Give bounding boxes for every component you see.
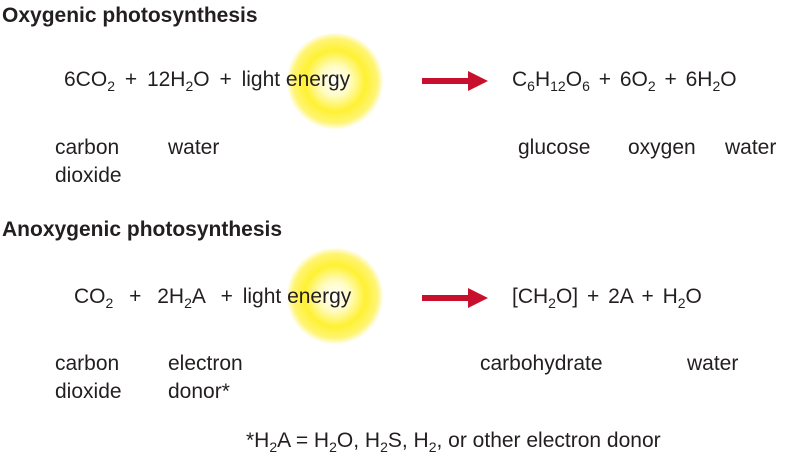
- label-carbon-dioxide: carbon dioxide: [55, 136, 122, 187]
- light-energy: light energy: [241, 68, 351, 91]
- plus-sign: +: [586, 285, 600, 308]
- anoxygenic-reactants: CO2 + 2H2A + light energy: [74, 285, 352, 311]
- o2: 6O2: [619, 68, 656, 94]
- label-water-product: water: [687, 352, 739, 375]
- co2: CO2: [74, 285, 114, 311]
- plus-sign: +: [219, 68, 232, 91]
- label-carbohydrate: carbohydrate: [480, 352, 603, 375]
- plus-sign: +: [641, 285, 654, 308]
- label-glucose: glucose: [518, 136, 591, 159]
- h2o: 12H2O: [146, 68, 210, 94]
- co2: 6CO2: [64, 68, 115, 94]
- plus-sign: +: [664, 68, 677, 91]
- h2a: 2H2A: [157, 285, 205, 311]
- oxygenic-products: C6H12O6 + 6O2 + 6H2O: [512, 68, 737, 94]
- two-a: 2A: [608, 285, 633, 308]
- oxygenic-heading: Oxygenic photosynthesis: [2, 4, 258, 27]
- reaction-arrow-2: [422, 288, 488, 308]
- oxygenic-reactants: 6CO2 + 12H2O + light energy: [64, 68, 351, 94]
- label-carbon-dioxide: carbon dioxide: [55, 352, 122, 403]
- light-glow-2: [287, 248, 383, 344]
- plus-sign: +: [220, 285, 233, 308]
- label-water: water: [168, 136, 220, 159]
- water-formula: H2O: [662, 285, 702, 311]
- light-energy: light energy: [242, 285, 352, 308]
- label-electron-donor: electron donor*: [168, 352, 243, 403]
- glucose-formula: C6H12O6: [512, 68, 590, 94]
- plus-sign: +: [129, 285, 142, 308]
- anoxygenic-products: [CH2O] + 2A + H2O: [512, 285, 702, 311]
- light-glow-1: [287, 33, 383, 129]
- anoxygenic-heading: Anoxygenic photosynthesis: [2, 218, 283, 241]
- plus-sign: +: [598, 68, 611, 91]
- footnote: *H2A = H2O, H2S, H2, or other electron d…: [246, 429, 661, 455]
- reaction-arrow-1: [422, 71, 488, 91]
- ch2o: [CH2O]: [512, 285, 579, 311]
- label-water-product: water: [725, 136, 777, 159]
- water-formula: 6H2O: [685, 68, 737, 94]
- label-oxygen: oxygen: [628, 136, 696, 159]
- plus-sign: +: [124, 68, 138, 91]
